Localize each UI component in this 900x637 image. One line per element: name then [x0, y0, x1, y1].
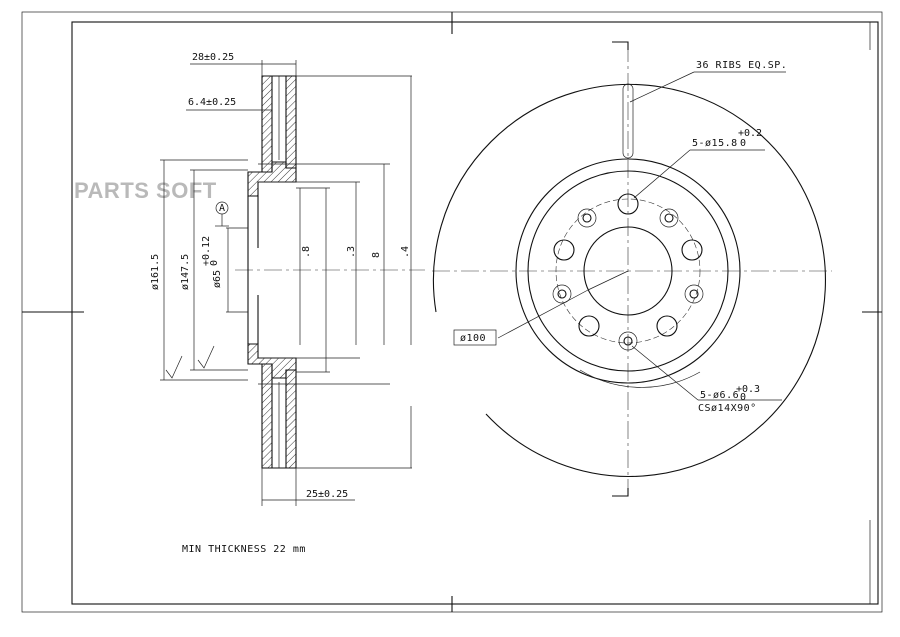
- pcd-circle: [555, 198, 701, 344]
- surface-finish-symbol: [197, 345, 215, 369]
- hat-outer: [527, 170, 729, 372]
- dim-overall-width: 28±0.25: [192, 52, 234, 63]
- outer-frame: [21, 11, 883, 613]
- pcd-label: ø100: [460, 333, 486, 344]
- partial-label-1: .8: [301, 246, 312, 258]
- surface-finish-symbol: [165, 355, 183, 379]
- watermark: PARTS SOFT: [74, 178, 217, 203]
- partial-label-4: .4: [400, 246, 411, 258]
- partial-label-3: 8: [371, 252, 382, 258]
- large-holes-tol-lower: 0: [740, 138, 746, 149]
- dia-outer-label: ø161.5: [150, 254, 161, 290]
- large-hole: [656, 315, 678, 337]
- large-hole: [617, 193, 639, 215]
- disc-outer-edge: [432, 83, 826, 477]
- side-section-view: .8 .3 8 .4 28±0.25 6.4±0.25 25±0.25 ø161…: [150, 52, 425, 506]
- small-holes-note: 5-ø6.6: [700, 390, 739, 401]
- countersink-note: CSø14X90°: [698, 403, 757, 414]
- min-thickness-note: MIN THICKNESS 22 mm: [182, 544, 306, 555]
- datum-a-label: A: [219, 203, 225, 214]
- front-view: 36 RIBS EQ.SP. 5-ø15.8 +0.2 0 ø100 5-ø6.…: [432, 41, 832, 497]
- friction-ring-inner: [515, 158, 741, 384]
- dim-friction-width: 25±0.25: [306, 489, 348, 500]
- dia-center-tol-upper: +0.12: [201, 236, 212, 266]
- dia-center-tol-lower: 0: [209, 260, 220, 266]
- large-holes-note: 5-ø15.8: [692, 138, 738, 149]
- center-bore: [583, 226, 673, 316]
- small-holes-tol-lower: 0: [740, 392, 746, 403]
- rib-slot: [622, 83, 634, 159]
- small-holes: [552, 208, 704, 351]
- small-holes-tol-upper: +0.3: [736, 384, 760, 395]
- large-hole: [578, 315, 600, 337]
- ribs-note: 36 RIBS EQ.SP.: [696, 60, 787, 71]
- large-holes-tol-upper: +0.2: [738, 128, 762, 139]
- large-holes: [553, 193, 703, 337]
- pcd-box: [453, 329, 497, 346]
- dim-flange: 6.4±0.25: [188, 97, 236, 108]
- large-hole: [681, 239, 703, 261]
- large-hole: [553, 239, 575, 261]
- dia-center-label: ø65: [212, 270, 223, 288]
- partial-label-2: .3: [346, 246, 357, 258]
- dia-inner-label: ø147.5: [180, 254, 191, 290]
